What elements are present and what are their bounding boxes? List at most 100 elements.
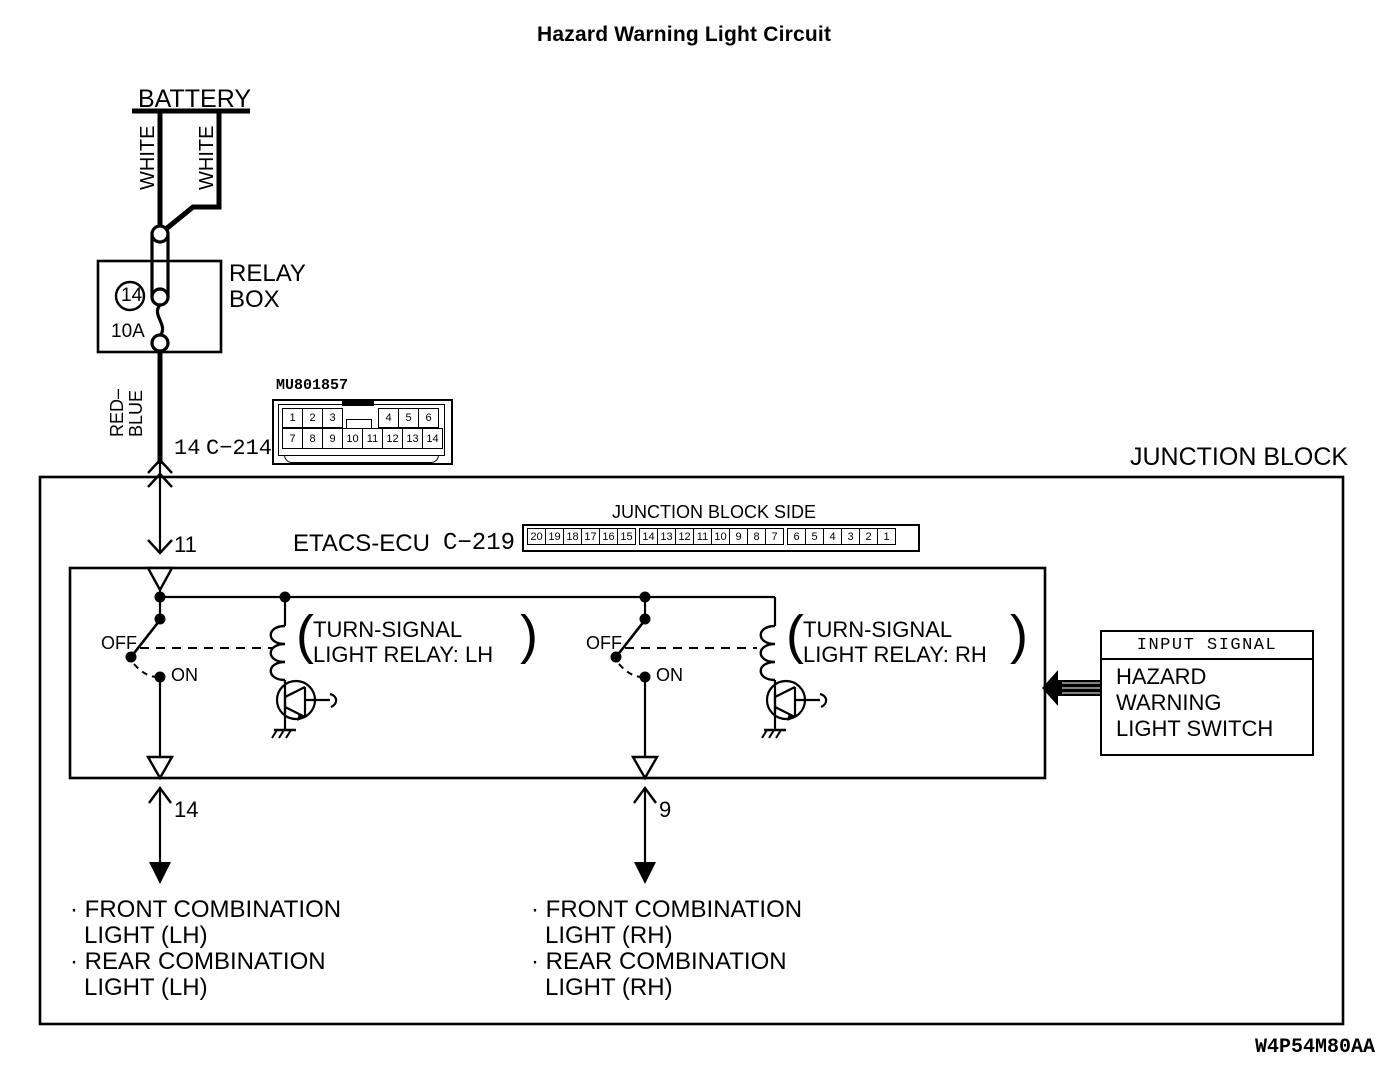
drawing-code: W4P54M80AA <box>1255 1036 1376 1059</box>
c219-pin-12: 12 <box>675 528 694 545</box>
c219-pin-2: 2 <box>859 528 878 545</box>
c219-pin-18: 18 <box>563 528 582 545</box>
page-title: Hazard Warning Light Circuit <box>537 23 832 46</box>
c219-pin-16: 16 <box>599 528 618 545</box>
c219-pin-5: 5 <box>805 528 824 545</box>
input-signal-line3: LIGHT SWITCH <box>1116 716 1274 741</box>
rh-output-triangle <box>630 755 660 781</box>
junction-block-frame <box>38 475 1345 1026</box>
c219-pin-7: 7 <box>765 528 784 545</box>
c214-pin-4: 4 <box>378 408 399 428</box>
c219-pin-3: 3 <box>841 528 860 545</box>
rh-switch-pivot <box>610 651 622 663</box>
rh-transistor-arrow <box>787 713 797 721</box>
c214-pin-11: 11 <box>362 428 383 449</box>
rh-off-label: OFF <box>586 633 622 653</box>
rh-relay-coil <box>759 624 776 682</box>
fuse-rating: 10A <box>111 321 145 342</box>
lh-off-label: OFF <box>101 633 137 653</box>
wire-color-red-line1: RED– <box>107 388 127 437</box>
c219-pin-19: 19 <box>545 528 564 545</box>
junction-block-label: JUNCTION BLOCK <box>1130 443 1349 471</box>
wire-color-white-right: WHITE <box>196 125 218 190</box>
ecu-input-pin: 11 <box>174 532 197 557</box>
lh-load2-line2: LIGHT (LH) <box>84 974 208 1001</box>
rh-paren-open: ( <box>786 605 804 665</box>
ecu-connector-name: C−219 <box>443 530 516 557</box>
c214-pin-7: 7 <box>282 428 303 449</box>
rh-load-arrow-up <box>633 785 657 804</box>
arrowhead-up-pin11 <box>147 472 173 488</box>
lh-load-arrow-down <box>149 862 171 884</box>
c214-pin-10: 10 <box>342 428 363 449</box>
rh-load2-line1: · REAR COMBINATION <box>531 948 787 975</box>
lh-relay-coil <box>269 624 286 682</box>
c219-pin-17: 17 <box>581 528 600 545</box>
input-signal-header: INPUT SIGNAL <box>1136 635 1278 655</box>
wire-color-blue-line2: BLUE <box>126 389 146 437</box>
input-signal-box: INPUT SIGNAL HAZARD WARNING LIGHT SWITCH <box>1100 630 1314 756</box>
lh-load-arrow-up <box>148 785 172 804</box>
c219-pin-4: 4 <box>823 528 842 545</box>
fuse-terminal-bottom <box>150 333 170 353</box>
lh-transistor-hook <box>329 692 338 709</box>
rh-transistor-hook <box>819 692 828 709</box>
fuse-terminal-mid <box>150 287 170 307</box>
c214-pin-14: 14 <box>422 428 443 449</box>
c214-pin-3: 3 <box>322 408 343 428</box>
arrowhead-up-c214 <box>147 458 173 474</box>
c214-pin-12: 12 <box>382 428 403 449</box>
c214-pin-13: 13 <box>402 428 423 449</box>
rh-load-arrow-down <box>634 862 656 884</box>
etacs-ecu-label: ETACS-ECU <box>293 530 430 557</box>
c214-pin-6: 6 <box>418 408 439 428</box>
input-signal-line1: HAZARD <box>1116 664 1207 689</box>
c219-pin-13: 13 <box>657 528 676 545</box>
c219-pin-15: 15 <box>617 528 636 545</box>
rh-output-pin: 9 <box>659 797 672 822</box>
lh-switch-pivot <box>125 651 137 663</box>
fuse-element <box>155 303 165 338</box>
junction-block-side-label: JUNCTION BLOCK SIDE <box>612 502 817 522</box>
rh-load2-line2: LIGHT (RH) <box>545 974 673 1001</box>
lh-on-label: ON <box>171 665 198 685</box>
c219-pin-8: 8 <box>747 528 766 545</box>
lh-transistor-arrow <box>297 713 307 721</box>
c214-pin-label: 14 <box>174 436 201 461</box>
lh-relay-name-line1: TURN-SIGNAL <box>313 617 463 642</box>
rh-load1-line2: LIGHT (RH) <box>545 922 673 949</box>
c219-pin-14: 14 <box>639 528 658 545</box>
connector-part-number: MU801857 <box>276 377 349 394</box>
relay-box-label-line2: BOX <box>229 286 280 313</box>
fuse-terminal-top <box>150 224 170 244</box>
relay-box-label-line1: RELAY <box>229 260 306 287</box>
rh-load1-line1: · FRONT COMBINATION <box>531 896 803 923</box>
c214-pin-9: 9 <box>322 428 343 449</box>
input-signal-line2: WARNING <box>1116 690 1222 715</box>
etacs-ecu-frame <box>68 566 1047 780</box>
lh-load1-line1: · FRONT COMBINATION <box>70 896 342 923</box>
lh-paren-close: ) <box>520 605 538 665</box>
c219-pin-1: 1 <box>877 528 896 545</box>
fuse-id-circle <box>114 280 146 312</box>
lh-relay-name-line2: LIGHT RELAY: LH <box>313 642 494 667</box>
lh-output-triangle <box>145 755 175 781</box>
lh-load1-line2: LIGHT (LH) <box>84 922 208 949</box>
arrowhead-down-pin11 <box>147 539 173 555</box>
lh-switch-blade <box>129 619 162 658</box>
fuse-number: 14 <box>121 285 143 306</box>
c219-pin-10: 10 <box>711 528 730 545</box>
rh-paren-close: ) <box>1010 605 1028 665</box>
ecu-input-triangle <box>145 566 175 593</box>
battery-wire-right <box>159 111 222 235</box>
c214-connector-name: C−214 <box>206 436 273 461</box>
c214-pin-2: 2 <box>302 408 323 428</box>
rh-switch-blade <box>614 619 647 658</box>
